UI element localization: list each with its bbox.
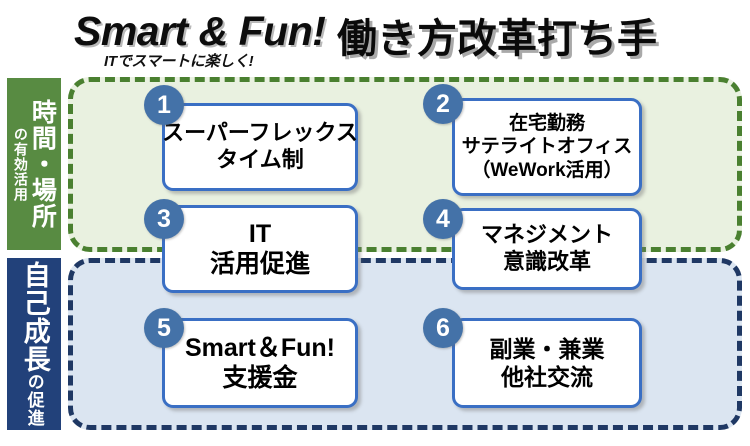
initiative-card-3[interactable]: IT 活用促進 [162,205,358,293]
initiative-card-5-line-2: 支援金 [222,364,298,392]
page-title-japanese: 働き方改革打ち手 [337,17,657,61]
initiative-card-6[interactable]: 副業・兼業 他社交流 [452,318,642,408]
initiative-card-2[interactable]: 在宅勤務 サテライトオフィス （WeWork活用） [452,98,642,196]
initiative-card-6-line-1: 副業・兼業 [489,335,605,362]
initiative-card-3-line-1: IT [248,219,272,248]
initiative-card-4-line-1: マネジメント [480,222,613,248]
initiative-card-2-line-3: （WeWork活用） [471,159,623,181]
page-subtitle: ITでスマートに楽しく! [104,53,254,70]
initiative-card-1-line-1: スーパーフレックス [162,120,358,146]
initiative-card-5[interactable]: Smart＆Fun! 支援金 [162,318,358,408]
initiative-number-badge-6: 6 [423,308,463,348]
initiative-card-3-line-2: 活用促進 [209,250,310,278]
initiative-number-badge-2: 2 [423,84,463,124]
initiative-card-5-line-1: Smart＆Fun! [184,333,335,362]
category-label-sub-time-place: の有効活用 [12,126,29,202]
initiative-card-2-line-2: サテライトオフィス [461,136,633,158]
initiative-card-2-line-1: 在宅勤務 [508,113,585,135]
initiative-card-1[interactable]: スーパーフレックス タイム制 [162,103,358,191]
category-label-sub-self-growth: の促進 [24,373,44,427]
initiative-number-badge-4: 4 [423,199,463,239]
initiative-number-badge-1: 1 [144,85,184,125]
category-bar-time-place: 時間・場所 の有効活用 [7,78,61,250]
initiative-number-badge-5: 5 [144,308,184,348]
page-title-english: Smart & Fun! [74,8,326,54]
initiative-card-1-line-2: タイム制 [216,147,304,172]
initiative-card-4-line-2: 意識改革 [502,249,591,274]
initiative-number-badge-3: 3 [144,199,184,239]
title-area: Smart & Fun! ITでスマートに楽しく! 働き方改革打ち手 [0,0,750,78]
initiative-card-4[interactable]: マネジメント 意識改革 [452,208,642,290]
initiative-card-6-line-2: 他社交流 [501,364,593,390]
category-bar-self-growth: 自己成長 の促進 [7,258,61,430]
category-label-main-time-place: 時間・場所 [28,99,57,229]
category-label-main-self-growth: 自己成長 [19,261,50,373]
